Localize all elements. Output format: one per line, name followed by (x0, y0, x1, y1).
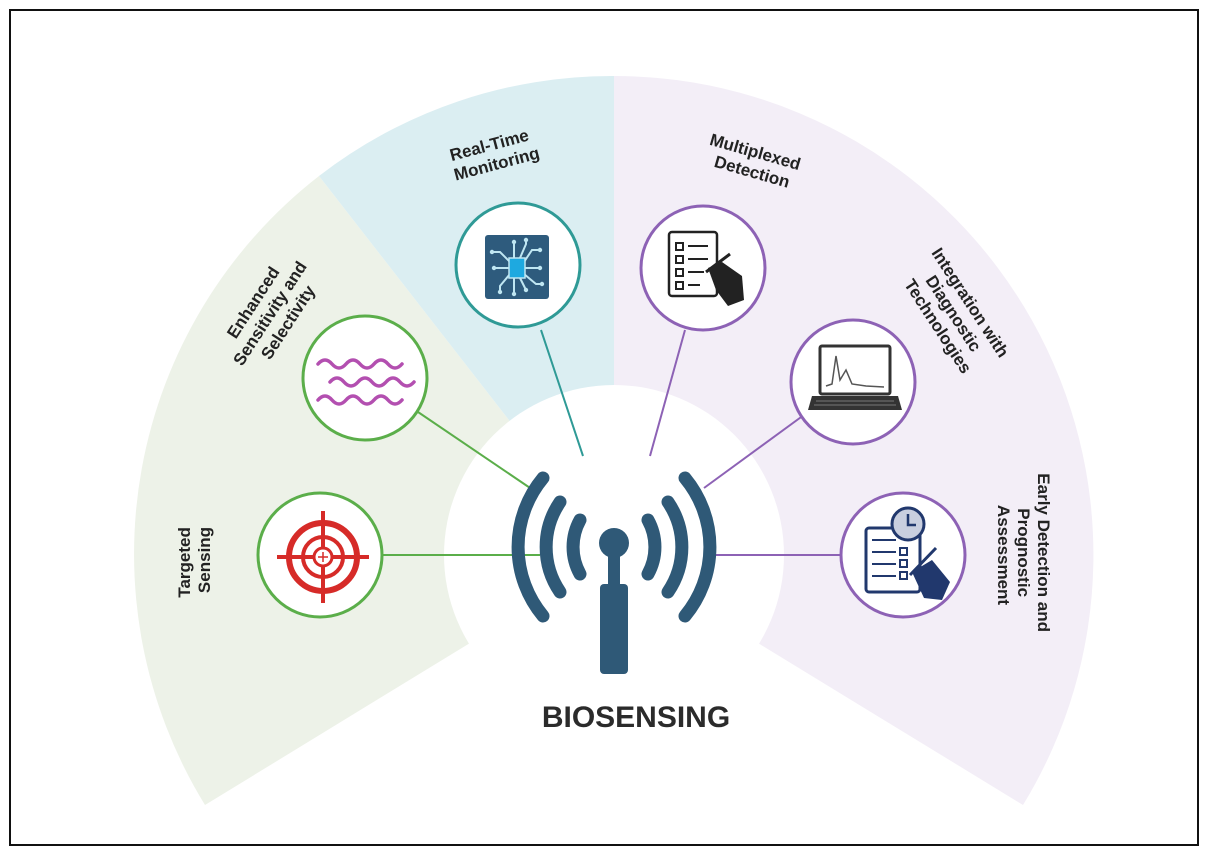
antenna-signal-icon (511, 471, 717, 674)
svg-text:Targeted Sensing: Targeted Sensing (175, 522, 214, 597)
label-early-line1: Early Detection and (1034, 473, 1053, 632)
label-early: Early Detection and Prognostic Assessmen… (994, 473, 1053, 636)
connector-enhanced (417, 411, 537, 493)
node-enhanced (301, 314, 429, 442)
node-realtime (454, 201, 582, 329)
wave-signal-icon (316, 358, 416, 406)
connector-integration (703, 411, 809, 489)
clipboard-clock-icon (864, 506, 950, 600)
label-targeted-line1: Targeted (175, 527, 194, 598)
frame-border (9, 9, 1199, 846)
label-early-line3: Assessment (994, 505, 1013, 606)
page-title: BIOSENSING (542, 701, 730, 734)
target-crosshair-icon (277, 511, 369, 603)
connector-multiplexed (649, 329, 686, 457)
label-early-line2: Prognostic (1014, 508, 1033, 597)
circuit-chip-icon (485, 235, 549, 299)
node-early (839, 491, 967, 619)
sector-green (134, 176, 614, 805)
laptop-chart-icon (808, 344, 902, 410)
node-multiplexed (639, 204, 767, 332)
label-targeted-line2: Sensing (195, 527, 214, 593)
checklist-hand-icon (667, 230, 744, 306)
node-targeted (256, 491, 384, 619)
connector-realtime (540, 329, 584, 457)
node-integration (789, 318, 917, 446)
svg-text:Early Detection and Prog: Early Detection and Prognostic Assessmen… (994, 473, 1053, 636)
label-targeted: Targeted Sensing (175, 522, 214, 598)
